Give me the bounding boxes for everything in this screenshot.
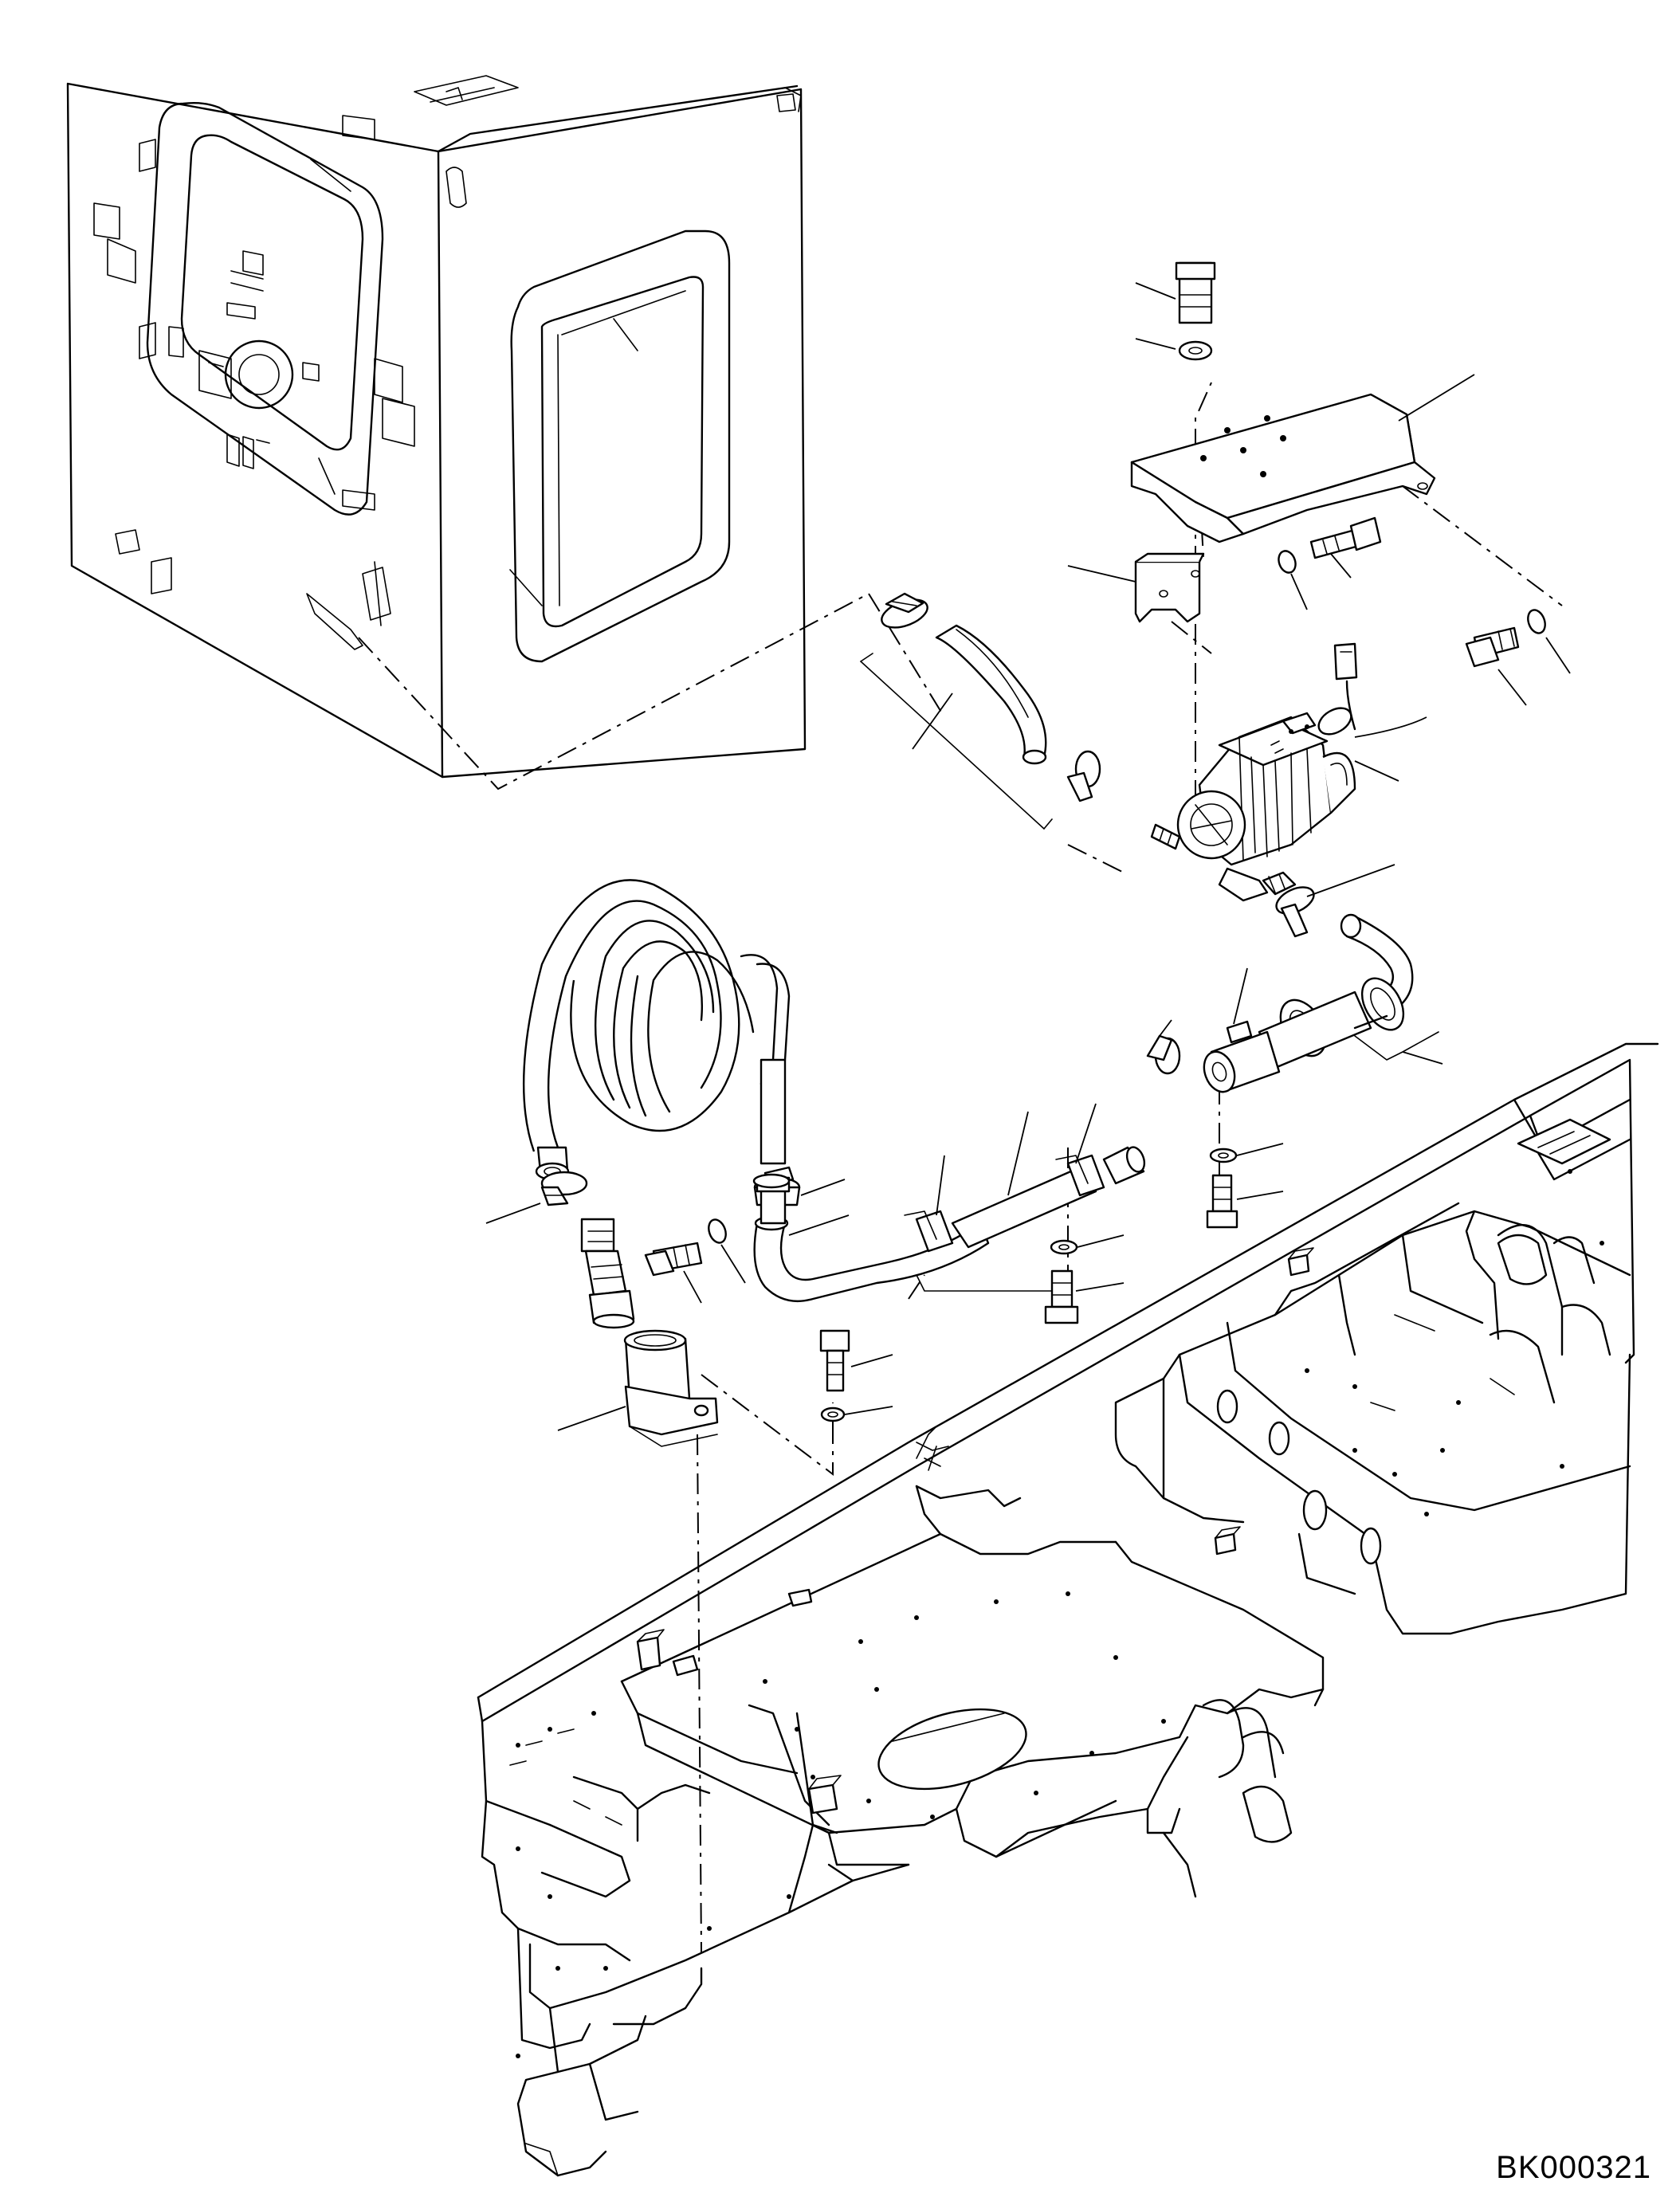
lower-washer-b	[820, 1406, 893, 1422]
lower-bolt-c	[1044, 1269, 1125, 1324]
lower-washer-d	[1209, 1143, 1284, 1163]
upper-hose	[935, 624, 1047, 765]
assembly-center-lines	[358, 382, 1563, 1953]
left-frame	[477, 1629, 910, 2177]
grommet-set	[1258, 977, 1443, 1069]
small-bracket	[1067, 552, 1205, 623]
electric-pump	[1150, 712, 1427, 902]
cab-brackets	[93, 87, 796, 650]
cab-assembly	[66, 75, 807, 779]
washer-right	[1527, 609, 1571, 674]
mounting-bolt-top	[1135, 261, 1216, 324]
drawing-code: BK000321	[1496, 2150, 1651, 2185]
right-door-window	[509, 230, 731, 663]
clamp-upper-2	[1066, 750, 1101, 802]
upper-frame	[477, 1042, 1659, 1723]
hose-end	[1102, 1146, 1146, 1185]
pump-grommet	[1317, 707, 1352, 736]
quick-coupler	[580, 1218, 635, 1329]
elbow-pipe	[752, 1173, 990, 1302]
coiled-hose	[522, 879, 791, 1181]
pipe-clamp-2	[1055, 1103, 1105, 1197]
lower-washer-c	[1050, 1234, 1125, 1255]
left-door-window	[146, 101, 384, 516]
washer-bracket	[1278, 550, 1308, 610]
bolt-right	[1465, 626, 1527, 706]
lower-bolt-b	[819, 1329, 893, 1392]
clamp-pump-outlet	[1275, 864, 1395, 938]
lower-bolt-a	[644, 1242, 703, 1304]
clamp-upper	[881, 592, 928, 629]
hose-set-bracket	[860, 653, 1053, 830]
centre-frame	[620, 1426, 1325, 1898]
coupler-adapter-flange	[557, 1329, 719, 1447]
lower-washer-a	[708, 1218, 746, 1284]
hose-clamp-left	[485, 1171, 588, 1224]
filler-pipe-nozzle	[1203, 967, 1281, 1093]
mounting-bracket-plate	[1130, 374, 1475, 543]
hose-clamp-mid	[1146, 1019, 1181, 1075]
pipe-clamp-1	[904, 1155, 954, 1253]
lower-bolt-d	[1206, 1174, 1284, 1229]
pump-wire-connector	[1333, 642, 1358, 731]
washer-top	[1135, 338, 1213, 361]
bolt-bracket	[1309, 516, 1382, 579]
